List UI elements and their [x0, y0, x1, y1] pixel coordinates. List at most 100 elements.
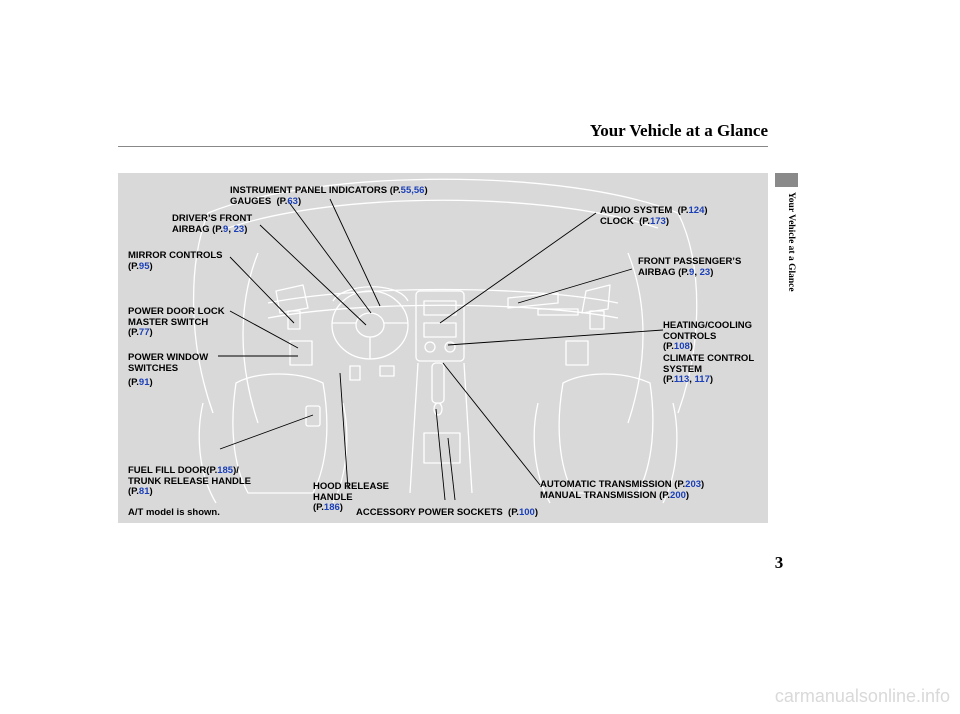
callout-text: FRONT PASSENGER’S	[638, 256, 742, 267]
ref-suffix: )	[244, 223, 248, 235]
callout-text: CLIMATE CONTROL	[663, 353, 755, 364]
callout-heating-cooling: HEATING/COOLING CONTROLS (P.108)	[663, 320, 753, 353]
callout-text: MANUAL TRANSMISSION	[540, 489, 657, 501]
title-divider	[118, 146, 768, 147]
page-ref-link[interactable]: 95	[138, 260, 150, 272]
leader-hood	[339, 372, 349, 490]
ref-prefix: (P.	[389, 185, 401, 196]
ref-suffix: )/	[233, 465, 239, 476]
dashboard-top	[267, 288, 619, 304]
callout-text: FUEL FILL DOOR	[128, 465, 207, 476]
leader-audio	[439, 212, 597, 324]
fuel-trunk-lever	[305, 405, 321, 427]
callout-text: GAUGES	[230, 195, 272, 207]
page-ref-link[interactable]: 203	[685, 479, 702, 490]
ref-suffix: )	[339, 502, 343, 513]
page-ref-link[interactable]: 81	[138, 486, 150, 497]
left-mirror	[275, 284, 309, 314]
page-ref-link[interactable]: 23	[233, 223, 245, 235]
left-door-outline	[192, 212, 214, 414]
ref-suffix: )	[685, 489, 690, 501]
ref-prefix: (P.	[663, 341, 674, 352]
leader-driver-airbag	[259, 224, 367, 326]
callout-power-sockets: ACCESSORY POWER SOCKETS (P.100)	[356, 507, 538, 519]
watermark: carmanualsonline.info	[774, 686, 950, 706]
callout-text: DRIVER’S FRONT	[172, 213, 253, 224]
callout-drivers-airbag: DRIVER’S FRONT AIRBAG (P.9, 23)	[172, 213, 253, 235]
ref-prefix: (P.	[212, 223, 224, 235]
leader-passenger-airbag	[517, 268, 633, 304]
ref-suffix: )	[704, 205, 708, 216]
page-ref-link[interactable]: 63	[287, 195, 298, 207]
page-ref-link[interactable]: 200	[670, 489, 686, 501]
ref-prefix: (P.	[128, 377, 139, 388]
gauge-hood	[332, 286, 409, 302]
ref-suffix: )	[149, 377, 153, 388]
callout-text: HANDLE	[313, 491, 353, 503]
callout-text: TRUNK RELEASE HANDLE	[128, 475, 251, 487]
leader-lines	[218, 198, 664, 501]
page-ref-link[interactable]: 100	[518, 507, 535, 518]
ref-suffix: )	[297, 195, 302, 207]
callout-text: CONTROLS	[663, 330, 717, 342]
page-ref-link[interactable]: 55,56	[400, 185, 425, 196]
page-ref-link[interactable]: 186	[323, 502, 340, 513]
callout-text: HEATING/COOLING	[663, 320, 753, 331]
callout-text: CLOCK	[600, 215, 634, 227]
ref-prefix: (P.	[128, 327, 139, 338]
callout-passenger-airbag: FRONT PASSENGER’S AIRBAG (P.9, 23)	[638, 256, 742, 278]
page-ref-link[interactable]: 124	[688, 205, 705, 216]
page-ref-link[interactable]: 91	[138, 377, 150, 388]
model-note: A/T model is shown.	[128, 507, 220, 518]
page-ref-link[interactable]: 23	[699, 266, 711, 278]
section-side-label: Your Vehicle at a Glance	[786, 192, 796, 292]
ref-suffix: )	[149, 486, 153, 497]
windshield-frame	[207, 178, 679, 214]
dashboard-illustration: INSTRUMENT PANEL INDICATORS (P.55,56) GA…	[118, 173, 768, 523]
ref-prefix: (P.	[659, 489, 671, 501]
ref-suffix: )	[149, 260, 153, 272]
leader-socket-a	[435, 408, 446, 501]
leader-heating	[447, 329, 664, 346]
ref-suffix: )	[689, 341, 693, 352]
ref-prefix: (P.	[128, 260, 139, 272]
callout-text: SYSTEM	[663, 363, 703, 375]
ref-suffix: )	[709, 374, 714, 385]
page-ref-link[interactable]: 9	[689, 266, 695, 278]
callout-text: MASTER SWITCH	[128, 316, 209, 328]
page-ref-link[interactable]: 9	[223, 223, 229, 235]
right-door-outline	[677, 212, 698, 414]
callout-text: POWER DOOR LOCK	[128, 306, 225, 317]
callout-audio-clock: AUDIO SYSTEM (P.124) CLOCK (P.173)	[600, 205, 708, 227]
callout-door-lock: POWER DOOR LOCK MASTER SWITCH (P.77)	[128, 306, 225, 339]
callout-mirror-controls: MIRROR CONTROLS (P.95)	[128, 250, 223, 272]
callout-text: POWER WINDOW	[128, 352, 209, 363]
cabin-drawing	[192, 178, 698, 504]
callout-power-window: POWER WINDOW SWITCHES (P.91)	[128, 352, 209, 389]
center-stack	[415, 290, 465, 362]
ref-prefix: (P.	[276, 195, 288, 207]
page-ref-link[interactable]: 173	[649, 215, 666, 227]
callout-text: MIRROR CONTROLS	[128, 250, 223, 261]
callout-text: AIRBAG	[172, 223, 210, 235]
ref-suffix: )	[710, 266, 714, 278]
page-ref-link[interactable]: 113	[673, 374, 690, 385]
leader-fuel	[219, 414, 314, 450]
page-ref-link[interactable]: 108	[673, 341, 690, 352]
ref-prefix: (P.	[508, 507, 519, 518]
callout-hood-release: HOOD RELEASE HANDLE (P.186)	[313, 481, 389, 514]
ref-suffix: )	[424, 185, 428, 196]
passenger-seat	[558, 373, 654, 494]
callout-text: AIRBAG	[638, 266, 676, 278]
callout-climate-control: CLIMATE CONTROL SYSTEM (P.113, 117)	[663, 353, 755, 386]
door-switch-panel	[289, 340, 313, 366]
page-ref-link[interactable]: 77	[138, 327, 150, 338]
ref-prefix: (P.	[206, 465, 218, 476]
center-console	[409, 362, 473, 494]
callout-text: AUDIO SYSTEM	[600, 205, 673, 216]
ref-prefix: (P.	[678, 266, 690, 278]
page-title: Your Vehicle at a Glance	[589, 121, 768, 140]
page-ref-link[interactable]: 185	[217, 465, 234, 476]
page-ref-link[interactable]: 117	[694, 374, 710, 385]
page-number: 3	[774, 553, 784, 572]
